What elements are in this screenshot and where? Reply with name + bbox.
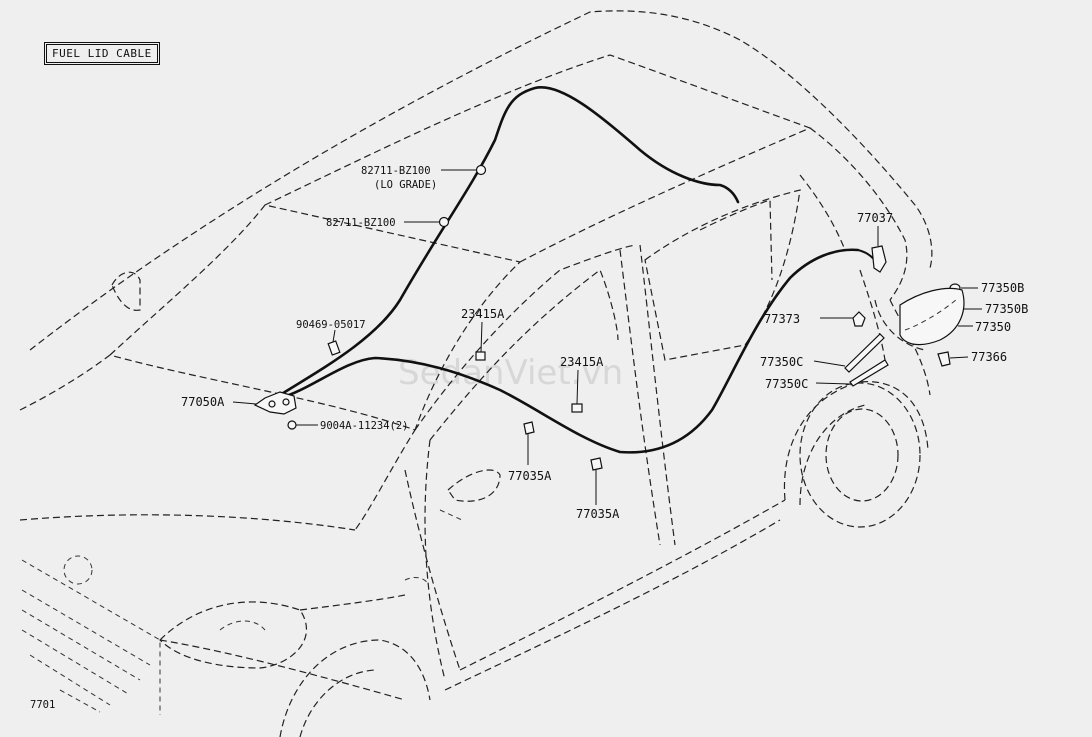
label-77350b-2: 77350B [985, 302, 1028, 316]
part-labels: 82711-BZ100 (LO GRADE) 82711-BZ100 90469… [30, 165, 1028, 711]
opener-lever-77050a [253, 391, 297, 415]
figure-code: 7701 [30, 699, 55, 711]
label-9004a: 9004A-11234(2) [320, 420, 409, 432]
nut-77373 [852, 311, 866, 327]
bolt-9004a [287, 420, 297, 430]
label-77350c-1: 77350C [760, 355, 803, 369]
label-77050a: 77050A [181, 395, 225, 409]
clip-82711 [438, 216, 450, 228]
label-77037: 77037 [857, 211, 893, 225]
label-82711-lo-note: (LO GRADE) [374, 179, 437, 191]
label-77035a-1: 77035A [508, 469, 552, 483]
label-82711-lo: 82711-BZ100 [361, 165, 431, 177]
clip-82711-lo [475, 164, 487, 176]
hinge-77366 [937, 351, 951, 367]
label-82711: 82711-BZ100 [326, 217, 396, 229]
label-23415a-2: 23415A [560, 355, 604, 369]
label-77035a-2: 77035A [576, 507, 620, 521]
diagram-title: FUEL LID CABLE [46, 44, 158, 63]
clamp-77035a-2 [590, 457, 603, 471]
label-77366: 77366 [971, 350, 1007, 364]
watermark-text: SedanViet.vn [398, 353, 623, 393]
lid-lock-77037 [871, 245, 887, 273]
clip-90469 [327, 340, 341, 356]
clamp-77035a-1 [523, 421, 535, 435]
label-77350b-1: 77350B [981, 281, 1024, 295]
label-77350: 77350 [975, 320, 1011, 334]
clamp-23415a-1 [475, 351, 486, 361]
part-shapes [253, 164, 965, 471]
label-23415a-1: 23415A [461, 307, 505, 321]
label-90469: 90469-05017 [296, 319, 366, 331]
clamp-23415a-2 [571, 403, 583, 413]
car-body-outline [19, 10, 933, 737]
leader-lines [232, 169, 982, 505]
label-77373: 77373 [764, 312, 800, 326]
fuel-lid-cable [278, 85, 877, 454]
label-77350c-2: 77350C [765, 377, 808, 391]
rod-77350c-1 [844, 333, 885, 373]
rod-77350c-2 [849, 359, 889, 387]
